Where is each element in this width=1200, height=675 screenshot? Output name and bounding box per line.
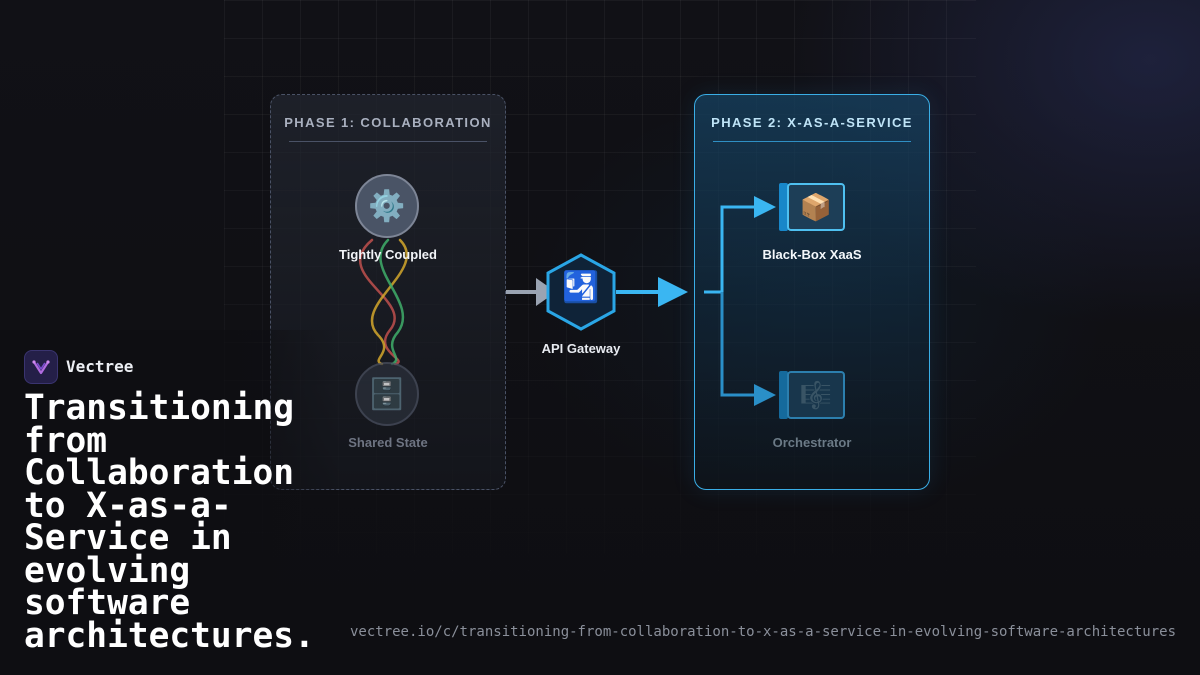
api-gateway-hexagon xyxy=(546,253,616,331)
tightly-coupled-node: ⚙️ xyxy=(355,174,419,238)
phase1-to-gateway-arrowhead xyxy=(536,278,556,306)
branch-to-xaas-arrowhead xyxy=(754,196,776,218)
branch-to-orchestrator-arrowhead xyxy=(754,384,776,406)
api-gateway-label: API Gateway xyxy=(541,341,621,356)
vectree-logo-icon xyxy=(24,350,58,384)
branch-to-xaas xyxy=(720,205,758,292)
gateway-to-phase2-arrowhead xyxy=(658,277,688,307)
gear-icon: ⚙️ xyxy=(368,189,406,223)
tightly-coupled-label: Tightly Coupled xyxy=(339,247,437,262)
xaas-node-tab xyxy=(779,183,788,231)
phase1-title: PHASE 1: COLLABORATION xyxy=(284,115,492,130)
coupling-strand-yellow xyxy=(370,238,409,366)
brand-name: Vectree xyxy=(66,357,134,376)
shared-state-label: Shared State xyxy=(348,435,428,450)
phase1-divider xyxy=(289,141,487,142)
package-icon: 📦 xyxy=(799,191,833,222)
passport-control-icon: 🛂 xyxy=(562,271,600,304)
phase2-panel: PHASE 2: X-AS-A-SERVICE xyxy=(694,94,930,490)
phase2-divider xyxy=(713,141,911,142)
musical-score-icon: 🎼 xyxy=(799,379,833,410)
orchestrator-node: 🎼 xyxy=(787,371,845,419)
phase2-title: PHASE 2: X-AS-A-SERVICE xyxy=(711,115,913,130)
orchestrator-label: Orchestrator xyxy=(772,435,852,450)
headline-backdrop xyxy=(0,330,340,675)
footer-url[interactable]: vectree.io/c/transitioning-from-collabor… xyxy=(349,624,1176,640)
headline: Transitioning from Collaboration to X-as… xyxy=(24,388,315,656)
branch-to-orchestrator xyxy=(720,292,758,397)
shared-state-node: 🗄️ xyxy=(355,362,419,426)
coupling-strand-green xyxy=(379,238,405,366)
black-box-xaas-label: Black-Box XaaS xyxy=(762,247,862,262)
orchestrator-node-tab xyxy=(779,371,788,419)
black-box-xaas-node: 📦 xyxy=(787,183,845,231)
file-cabinet-icon: 🗄️ xyxy=(368,377,406,411)
